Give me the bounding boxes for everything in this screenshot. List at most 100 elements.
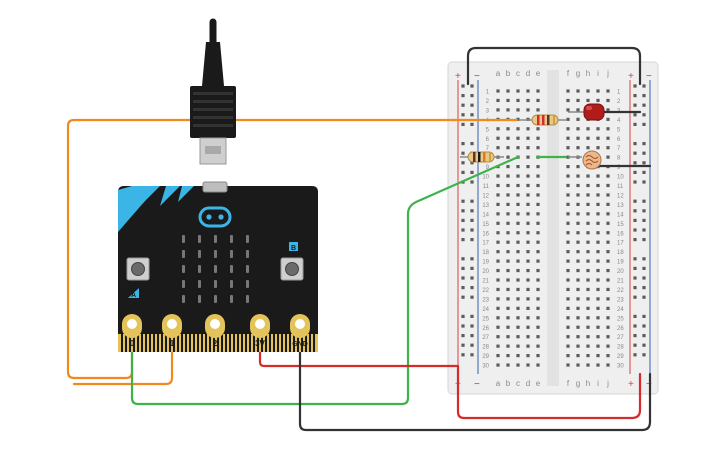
breadboard-hole[interactable] — [516, 268, 520, 273]
breadboard-hole[interactable] — [566, 136, 570, 140]
rail-hole[interactable] — [633, 122, 637, 126]
breadboard-hole[interactable] — [576, 363, 580, 367]
breadboard-hole[interactable] — [576, 316, 580, 320]
breadboard-hole[interactable] — [506, 174, 510, 178]
rail-hole[interactable] — [633, 266, 637, 270]
breadboard-hole[interactable] — [496, 136, 500, 140]
breadboard-hole[interactable] — [566, 174, 570, 178]
rail-hole[interactable] — [470, 238, 474, 242]
breadboard-hole[interactable] — [496, 297, 500, 301]
breadboard-hole[interactable] — [506, 306, 510, 310]
breadboard-hole[interactable] — [506, 250, 510, 254]
rail-hole[interactable] — [470, 324, 474, 328]
breadboard-hole[interactable] — [536, 325, 540, 329]
breadboard-hole[interactable] — [516, 325, 520, 329]
breadboard-hole[interactable] — [606, 316, 610, 320]
breadboard-hole[interactable] — [526, 259, 530, 263]
rail-hole[interactable] — [633, 295, 637, 299]
breadboard-hole[interactable] — [496, 202, 500, 206]
rail-hole[interactable] — [461, 353, 465, 357]
breadboard-hole[interactable] — [516, 108, 520, 112]
breadboard-hole[interactable] — [526, 98, 530, 103]
breadboard-hole[interactable] — [526, 297, 530, 301]
rail-hole[interactable] — [642, 238, 646, 242]
breadboard-hole[interactable] — [566, 231, 570, 235]
breadboard-hole[interactable] — [526, 165, 530, 169]
rail-hole[interactable] — [642, 180, 646, 184]
rail-hole[interactable] — [642, 122, 646, 126]
breadboard-hole[interactable] — [506, 98, 510, 103]
breadboard-hole[interactable] — [586, 193, 590, 197]
rail-hole[interactable] — [470, 334, 474, 338]
breadboard-hole[interactable] — [606, 325, 610, 329]
breadboard-hole[interactable] — [566, 117, 570, 121]
breadboard-hole[interactable] — [536, 136, 540, 140]
breadboard-hole[interactable] — [506, 297, 510, 301]
button-a[interactable] — [126, 257, 150, 281]
breadboard-hole[interactable] — [536, 297, 540, 301]
button-b[interactable] — [280, 257, 304, 281]
rail-hole[interactable] — [470, 295, 474, 299]
breadboard-hole[interactable] — [586, 221, 590, 225]
rail-hole[interactable] — [470, 170, 474, 174]
rail-hole[interactable] — [633, 94, 637, 98]
rail-hole[interactable] — [461, 295, 465, 299]
rail-hole[interactable] — [633, 161, 637, 165]
breadboard-hole[interactable] — [516, 136, 520, 140]
breadboard-hole[interactable] — [596, 240, 600, 244]
rail-hole[interactable] — [470, 266, 474, 270]
rail-hole[interactable] — [642, 228, 646, 232]
rail-hole[interactable] — [633, 228, 637, 232]
breadboard-hole[interactable] — [516, 363, 520, 367]
breadboard-hole[interactable] — [566, 212, 570, 216]
breadboard-hole[interactable] — [596, 363, 600, 367]
breadboard-hole[interactable] — [596, 297, 600, 301]
breadboard-hole[interactable] — [496, 127, 500, 131]
breadboard-hole[interactable] — [526, 193, 530, 197]
breadboard-hole[interactable] — [506, 212, 510, 216]
breadboard-hole[interactable] — [586, 335, 590, 339]
breadboard-hole[interactable] — [576, 127, 580, 131]
rail-hole[interactable] — [642, 84, 646, 88]
pin-gnd-pad[interactable] — [290, 314, 310, 338]
rail-hole[interactable] — [461, 257, 465, 261]
breadboard-hole[interactable] — [606, 363, 610, 367]
breadboard-hole[interactable] — [586, 146, 590, 150]
breadboard-hole[interactable] — [516, 316, 520, 320]
breadboard-hole[interactable] — [526, 127, 530, 131]
breadboard-hole[interactable] — [596, 183, 600, 188]
breadboard-hole[interactable] — [566, 108, 570, 112]
breadboard-hole[interactable] — [606, 250, 610, 254]
breadboard-hole[interactable] — [506, 108, 510, 112]
breadboard-hole[interactable] — [536, 193, 540, 197]
breadboard-hole[interactable] — [526, 363, 530, 367]
breadboard-hole[interactable] — [536, 240, 540, 244]
rail-hole[interactable] — [461, 161, 465, 165]
breadboard-hole[interactable] — [576, 165, 580, 169]
breadboard-hole[interactable] — [576, 250, 580, 254]
pin-1-pad[interactable] — [162, 314, 182, 338]
breadboard-hole[interactable] — [566, 98, 570, 103]
rail-hole[interactable] — [633, 113, 637, 117]
breadboard-hole[interactable] — [566, 354, 570, 358]
breadboard-hole[interactable] — [596, 221, 600, 225]
rail-hole[interactable] — [633, 324, 637, 328]
breadboard-hole[interactable] — [606, 146, 610, 150]
breadboard-hole[interactable] — [506, 278, 510, 282]
rail-hole[interactable] — [470, 199, 474, 203]
breadboard-hole[interactable] — [536, 335, 540, 339]
rail-hole[interactable] — [642, 276, 646, 280]
breadboard-hole[interactable] — [586, 325, 590, 329]
breadboard-hole[interactable] — [606, 183, 610, 188]
breadboard-hole[interactable] — [606, 174, 610, 178]
breadboard-hole[interactable] — [536, 89, 540, 93]
breadboard-hole[interactable] — [606, 127, 610, 131]
rail-hole[interactable] — [633, 334, 637, 338]
breadboard-hole[interactable] — [596, 354, 600, 358]
breadboard-hole[interactable] — [596, 268, 600, 273]
rail-hole[interactable] — [642, 324, 646, 328]
breadboard-hole[interactable] — [536, 231, 540, 235]
breadboard-hole[interactable] — [566, 165, 570, 169]
breadboard-hole[interactable] — [526, 221, 530, 225]
breadboard-hole[interactable] — [526, 325, 530, 329]
